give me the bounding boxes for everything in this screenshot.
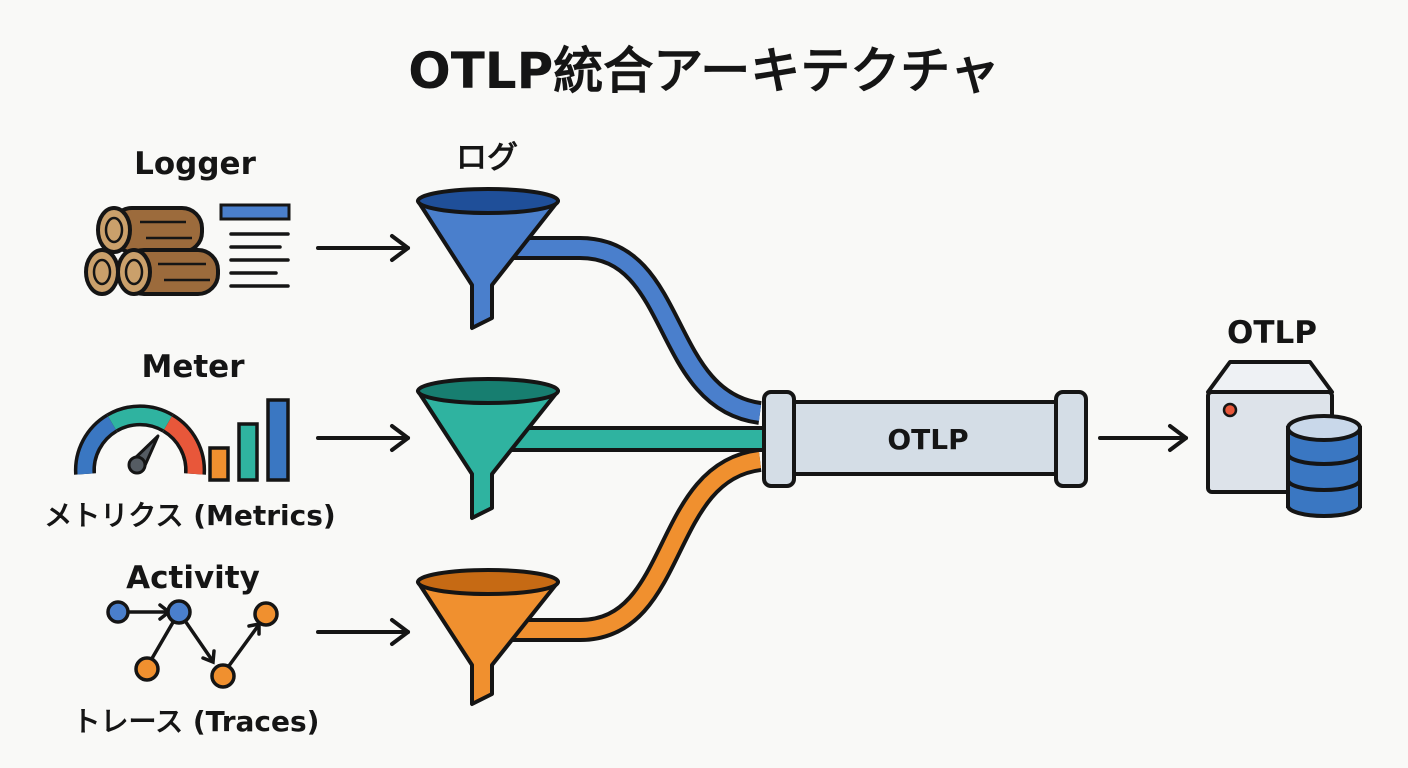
logger-label: Logger	[134, 146, 256, 182]
metrics-funnel-icon	[416, 377, 560, 520]
gauge-icon	[73, 404, 207, 475]
traces-caption: トレース (Traces)	[73, 705, 320, 738]
logs-tube	[505, 236, 763, 425]
meter-arrow	[316, 424, 410, 452]
wood-logs-icon	[84, 206, 220, 296]
metrics-tube	[503, 426, 767, 452]
bar-chart-icon	[208, 398, 290, 482]
diagram-title: OTLP統合アーキテクチャ	[408, 42, 1000, 100]
otlp-pipe-label: OTLP	[887, 423, 968, 456]
otlp-destination-label: OTLP	[1227, 315, 1317, 351]
database-icon	[1286, 414, 1362, 518]
logs-funnel-label: ログ	[456, 140, 518, 176]
trace-graph-icon	[106, 599, 279, 689]
meter-label: Meter	[141, 349, 245, 385]
activity-arrow	[316, 618, 410, 646]
log-document-icon	[219, 203, 291, 288]
export-arrow	[1098, 424, 1188, 452]
logger-arrow	[316, 234, 410, 262]
traces-tube	[505, 448, 763, 642]
activity-label: Activity	[126, 560, 260, 596]
logs-funnel-icon	[416, 187, 560, 330]
metrics-caption: メトリクス (Metrics)	[44, 499, 335, 532]
traces-funnel-icon	[416, 568, 560, 706]
otlp-pipe	[762, 390, 1088, 488]
